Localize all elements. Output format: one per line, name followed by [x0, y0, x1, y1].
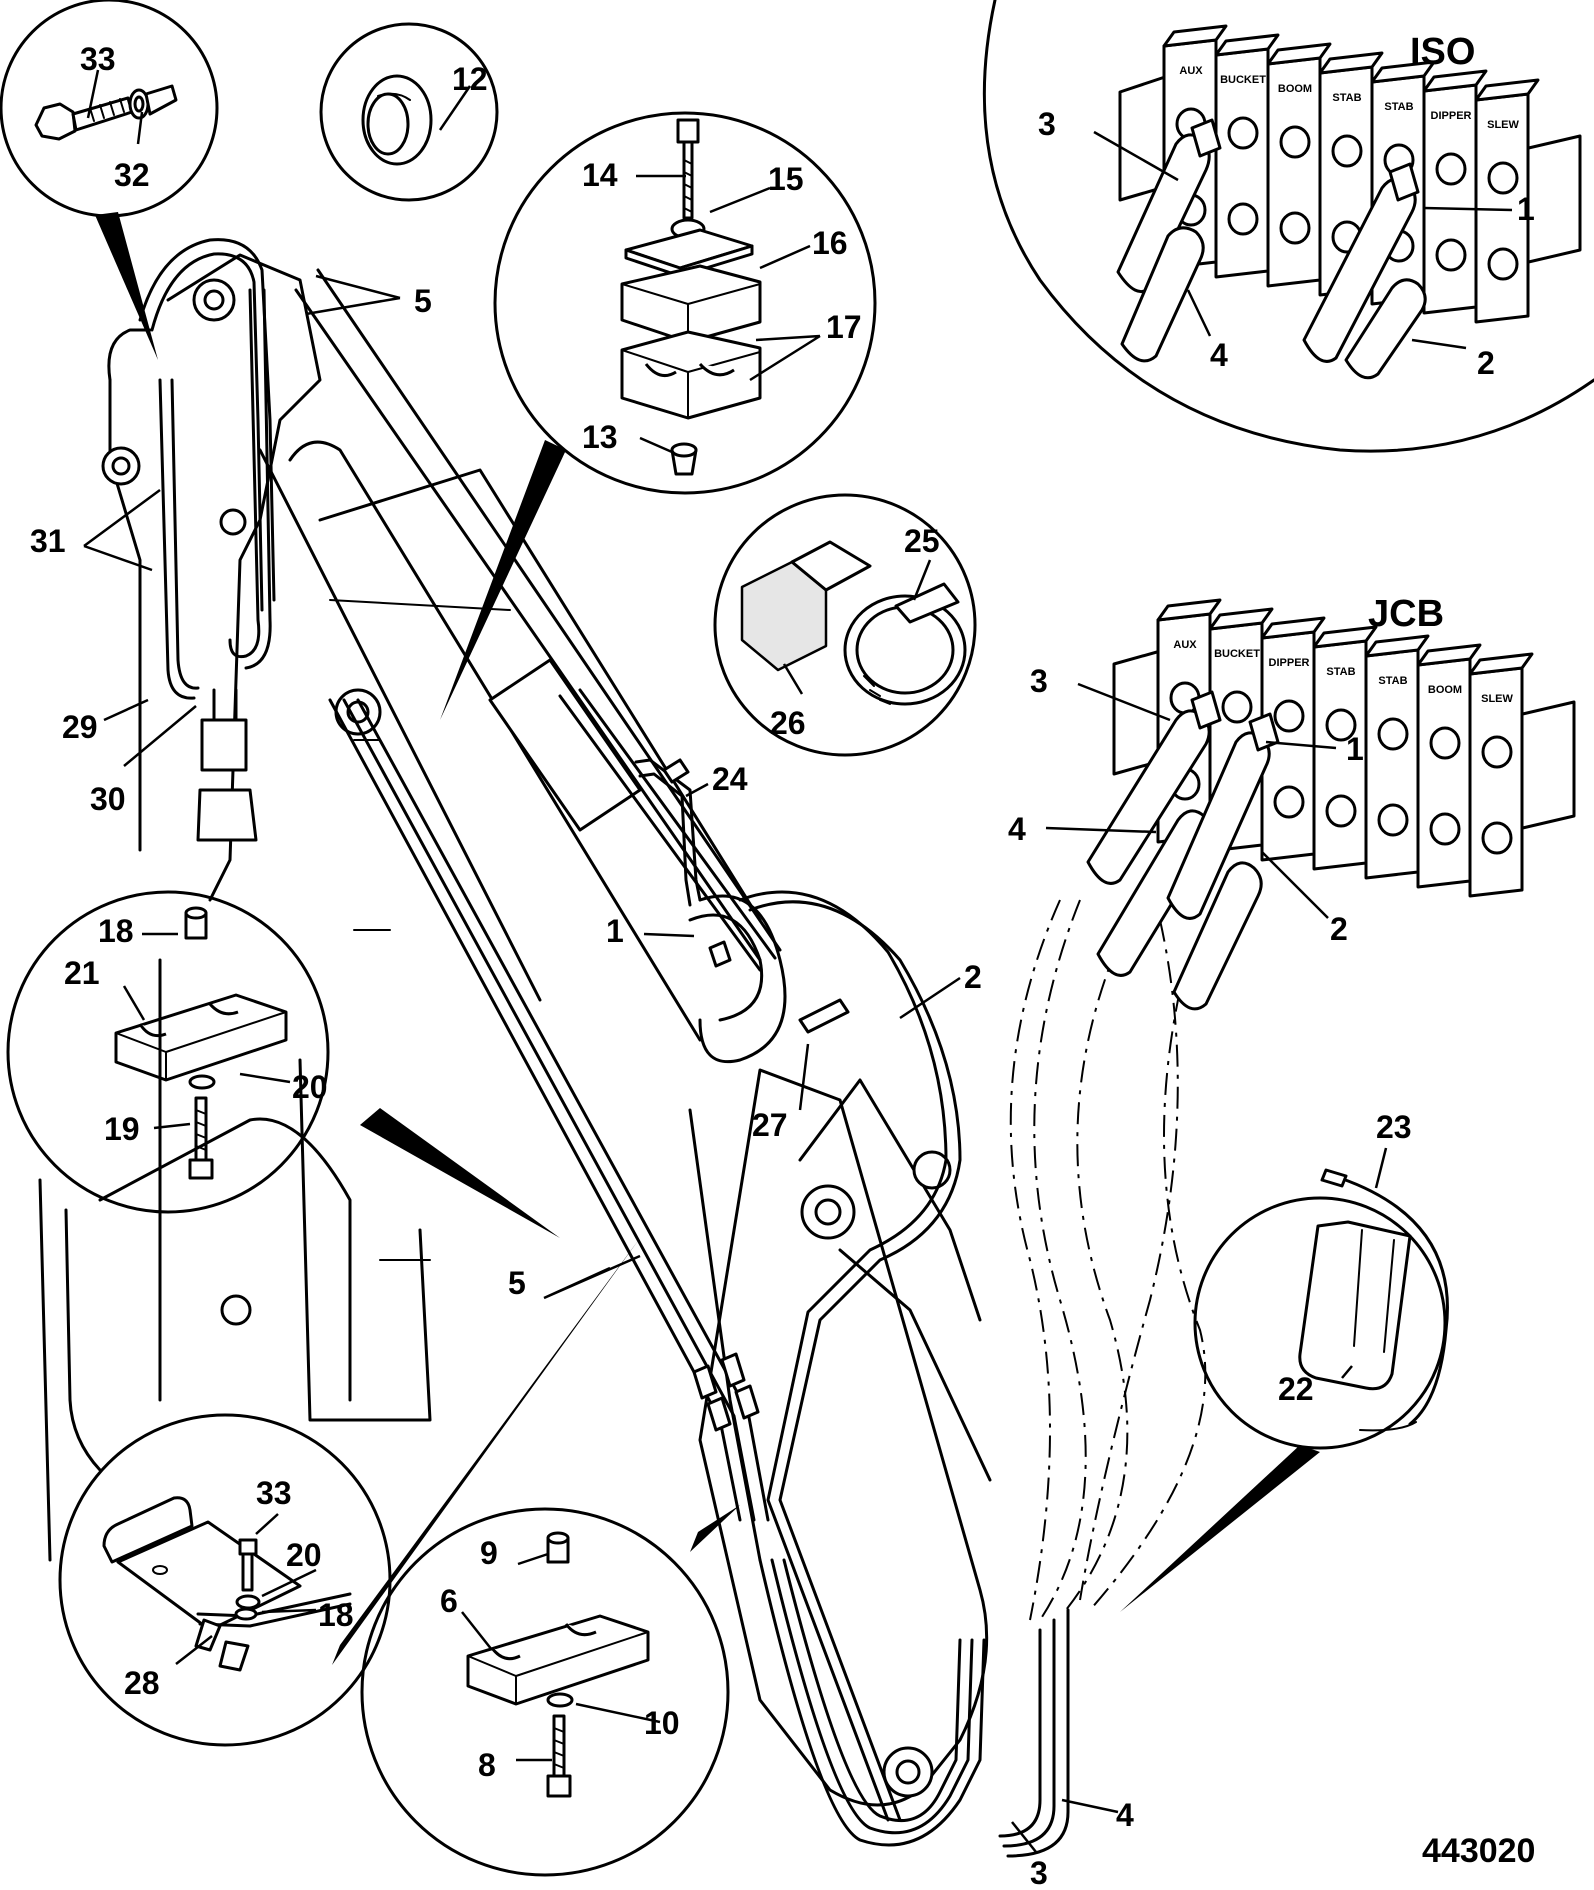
callout-bracket-18: 18: [318, 1597, 354, 1633]
valve-section: SLEW: [1468, 652, 1534, 898]
valve-section-label: BOOM: [1278, 83, 1312, 95]
valve-section: DIPPER: [1422, 69, 1488, 315]
detail-pointers: [95, 212, 1320, 1665]
valve-section-label: BUCKET: [1220, 74, 1266, 86]
callout-iso-3: 3: [1038, 106, 1056, 142]
valve-hoses-jcb: [1086, 690, 1280, 1011]
detail-pipe-clamp-large: [493, 111, 877, 495]
valve-section-label: AUX: [1179, 65, 1203, 77]
callout-clamp-20: 20: [292, 1069, 328, 1105]
hose-runs-dipper: [634, 758, 1070, 1858]
callout-clamp-13: 13: [582, 419, 618, 455]
callout-labels: 3 1 4 2 3 1 4 2 33 32 12 14 15 16 17 13 …: [30, 41, 1535, 1890]
callout-bracket-33: 33: [256, 1475, 292, 1511]
detail-bolt-washer: [0, 0, 219, 218]
detail-valve-iso: [982, 0, 1594, 453]
callout-bolt-33: 33: [80, 41, 116, 77]
callout-clamp-8: 8: [478, 1747, 496, 1783]
callout-boom-5-top: 5: [414, 283, 432, 319]
detail-grommet: [319, 22, 499, 202]
figure-number: 443020: [1422, 1832, 1535, 1870]
callout-hose-clip-26: 26: [770, 705, 806, 741]
callout-clamp-16: 16: [812, 225, 848, 261]
valve-section-label: SLEW: [1481, 693, 1513, 705]
valve-section: SLEW: [1474, 78, 1540, 324]
callout-clamp-18: 18: [98, 913, 134, 949]
boom-ram: [196, 658, 777, 972]
valve-section-label: DIPPER: [1431, 110, 1472, 122]
callout-clamp-21: 21: [64, 955, 100, 991]
detail-hose-clip: [713, 493, 977, 757]
callout-clamp-14: 14: [582, 157, 618, 193]
callout-boom-27: 27: [752, 1107, 788, 1143]
callout-washer-32: 32: [114, 157, 150, 193]
callout-iso-4: 4: [1210, 337, 1228, 373]
callout-jcb-3: 3: [1030, 663, 1048, 699]
callout-iso-1: 1: [1517, 191, 1535, 227]
callout-clamp-19: 19: [104, 1111, 140, 1147]
detail-bracket: [58, 1413, 392, 1747]
callout-boom-5-mid: 5: [508, 1265, 526, 1301]
valve-bank-jcb-title: JCB: [1368, 593, 1444, 635]
valve-section: STAB: [1364, 634, 1430, 880]
detail-p-clip: [1193, 1168, 1449, 1450]
valve-section-label: STAB: [1378, 675, 1407, 687]
callout-tie-22: 22: [1278, 1371, 1314, 1407]
callout-bracket-20: 20: [286, 1537, 322, 1573]
callout-boom-29: 29: [62, 709, 98, 745]
callout-boom-31: 31: [30, 523, 66, 559]
valve-section-label: STAB: [1332, 92, 1361, 104]
callout-clamp-6: 6: [440, 1583, 458, 1619]
leader-lines: [83, 69, 1513, 1853]
valve-section-label: STAB: [1384, 101, 1413, 113]
callout-grommet-12: 12: [452, 61, 488, 97]
callout-jcb-2: 2: [1330, 911, 1348, 947]
callout-clamp-10: 10: [644, 1705, 680, 1741]
callout-clamp-17: 17: [826, 309, 862, 345]
callout-dipper-3: 3: [1030, 1855, 1048, 1890]
callout-iso-2: 2: [1477, 345, 1495, 381]
callout-clamp-15: 15: [768, 161, 804, 197]
callout-clamp-9: 9: [480, 1535, 498, 1571]
callout-hose-clip-25: 25: [904, 523, 940, 559]
detail-double-clamp-lower: [360, 1507, 730, 1877]
valve-section-label: STAB: [1326, 666, 1355, 678]
hose-runs-boom: [138, 238, 770, 1522]
callout-jcb-4: 4: [1008, 811, 1026, 847]
valve-section-label: BOOM: [1428, 684, 1462, 696]
callout-boom-1: 1: [606, 913, 624, 949]
valve-hoses-iso: [1116, 118, 1427, 380]
valve-section-label: DIPPER: [1269, 657, 1310, 669]
callout-boom-24: 24: [712, 761, 748, 797]
valve-section-label: SLEW: [1487, 119, 1519, 131]
valve-bank-iso-title: ISO: [1410, 31, 1475, 73]
callout-boom-30: 30: [90, 781, 126, 817]
valve-bank-jcb: AUX BUCKET DIPPER STAB STAB BOOM SLEW: [1112, 598, 1576, 898]
valve-section-label: BUCKET: [1214, 648, 1260, 660]
valve-section: BOOM: [1266, 42, 1332, 288]
callout-tie-23: 23: [1376, 1109, 1412, 1145]
callout-boom-2: 2: [964, 959, 982, 995]
callout-jcb-1: 1: [1346, 731, 1364, 767]
callout-bracket-28: 28: [124, 1665, 160, 1701]
valve-section-label: AUX: [1173, 639, 1197, 651]
hose-swing-paths: [1009, 899, 1207, 1621]
callout-dipper-4: 4: [1116, 1797, 1134, 1833]
